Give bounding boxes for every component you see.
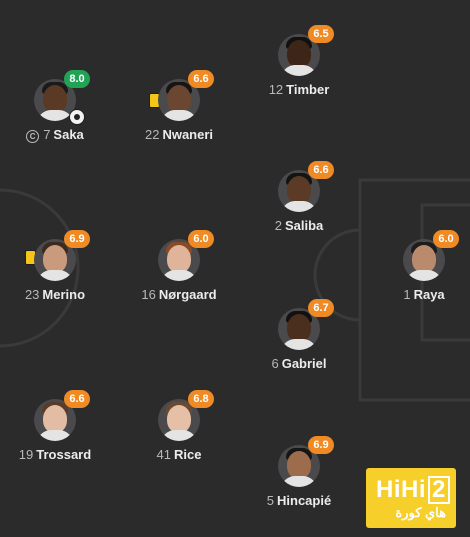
watermark-number: 2 [428, 476, 450, 504]
rating-badge: 6.6 [188, 70, 214, 88]
watermark-subtitle: هاي كورة [395, 505, 446, 520]
rating-badge: 6.7 [308, 299, 334, 317]
player-name: Saka [53, 127, 84, 142]
player-name: Saliba [284, 218, 324, 233]
player-number: 23 [24, 287, 40, 302]
rating-badge: 6.6 [64, 390, 90, 408]
player-name: Trossard [36, 447, 92, 462]
player-number: 19 [18, 447, 34, 462]
rating-badge: 6.5 [308, 25, 334, 43]
player-number: 2 [274, 218, 282, 233]
player-name: Hincapié [277, 493, 332, 508]
player-photo [158, 239, 200, 281]
player-number: 1 [403, 287, 411, 302]
player-name: Raya [413, 287, 445, 302]
player-name: Rice [174, 447, 202, 462]
player-photo [278, 445, 320, 487]
rating-badge: 6.9 [64, 230, 90, 248]
player-number: 5 [266, 493, 275, 508]
player-name: Gabriel [281, 356, 327, 371]
goal-ball-icon [69, 109, 85, 125]
rating-badge: 6.9 [308, 436, 334, 454]
player-name: Nørgaard [158, 287, 217, 302]
rating-badge: 6.0 [433, 230, 459, 248]
rating-badge: 8.0 [64, 70, 90, 88]
captain-icon: C [26, 130, 40, 143]
player-number: 22 [144, 127, 160, 142]
player-number: 7 [43, 127, 51, 142]
player-name: Timber [286, 82, 330, 97]
player-name: Nwaneri [162, 127, 214, 142]
player-photo [158, 79, 200, 121]
player-name: Merino [42, 287, 86, 302]
rating-badge: 6.6 [308, 161, 334, 179]
rating-badge: 6.8 [188, 390, 214, 408]
rating-badge: 6.0 [188, 230, 214, 248]
player-number: 6 [271, 356, 279, 371]
player-number: 12 [268, 82, 284, 97]
watermark-text: HiHi [376, 476, 426, 503]
player-number: 41 [156, 447, 171, 462]
player-photo [278, 170, 320, 212]
player-number: 16 [141, 287, 156, 302]
